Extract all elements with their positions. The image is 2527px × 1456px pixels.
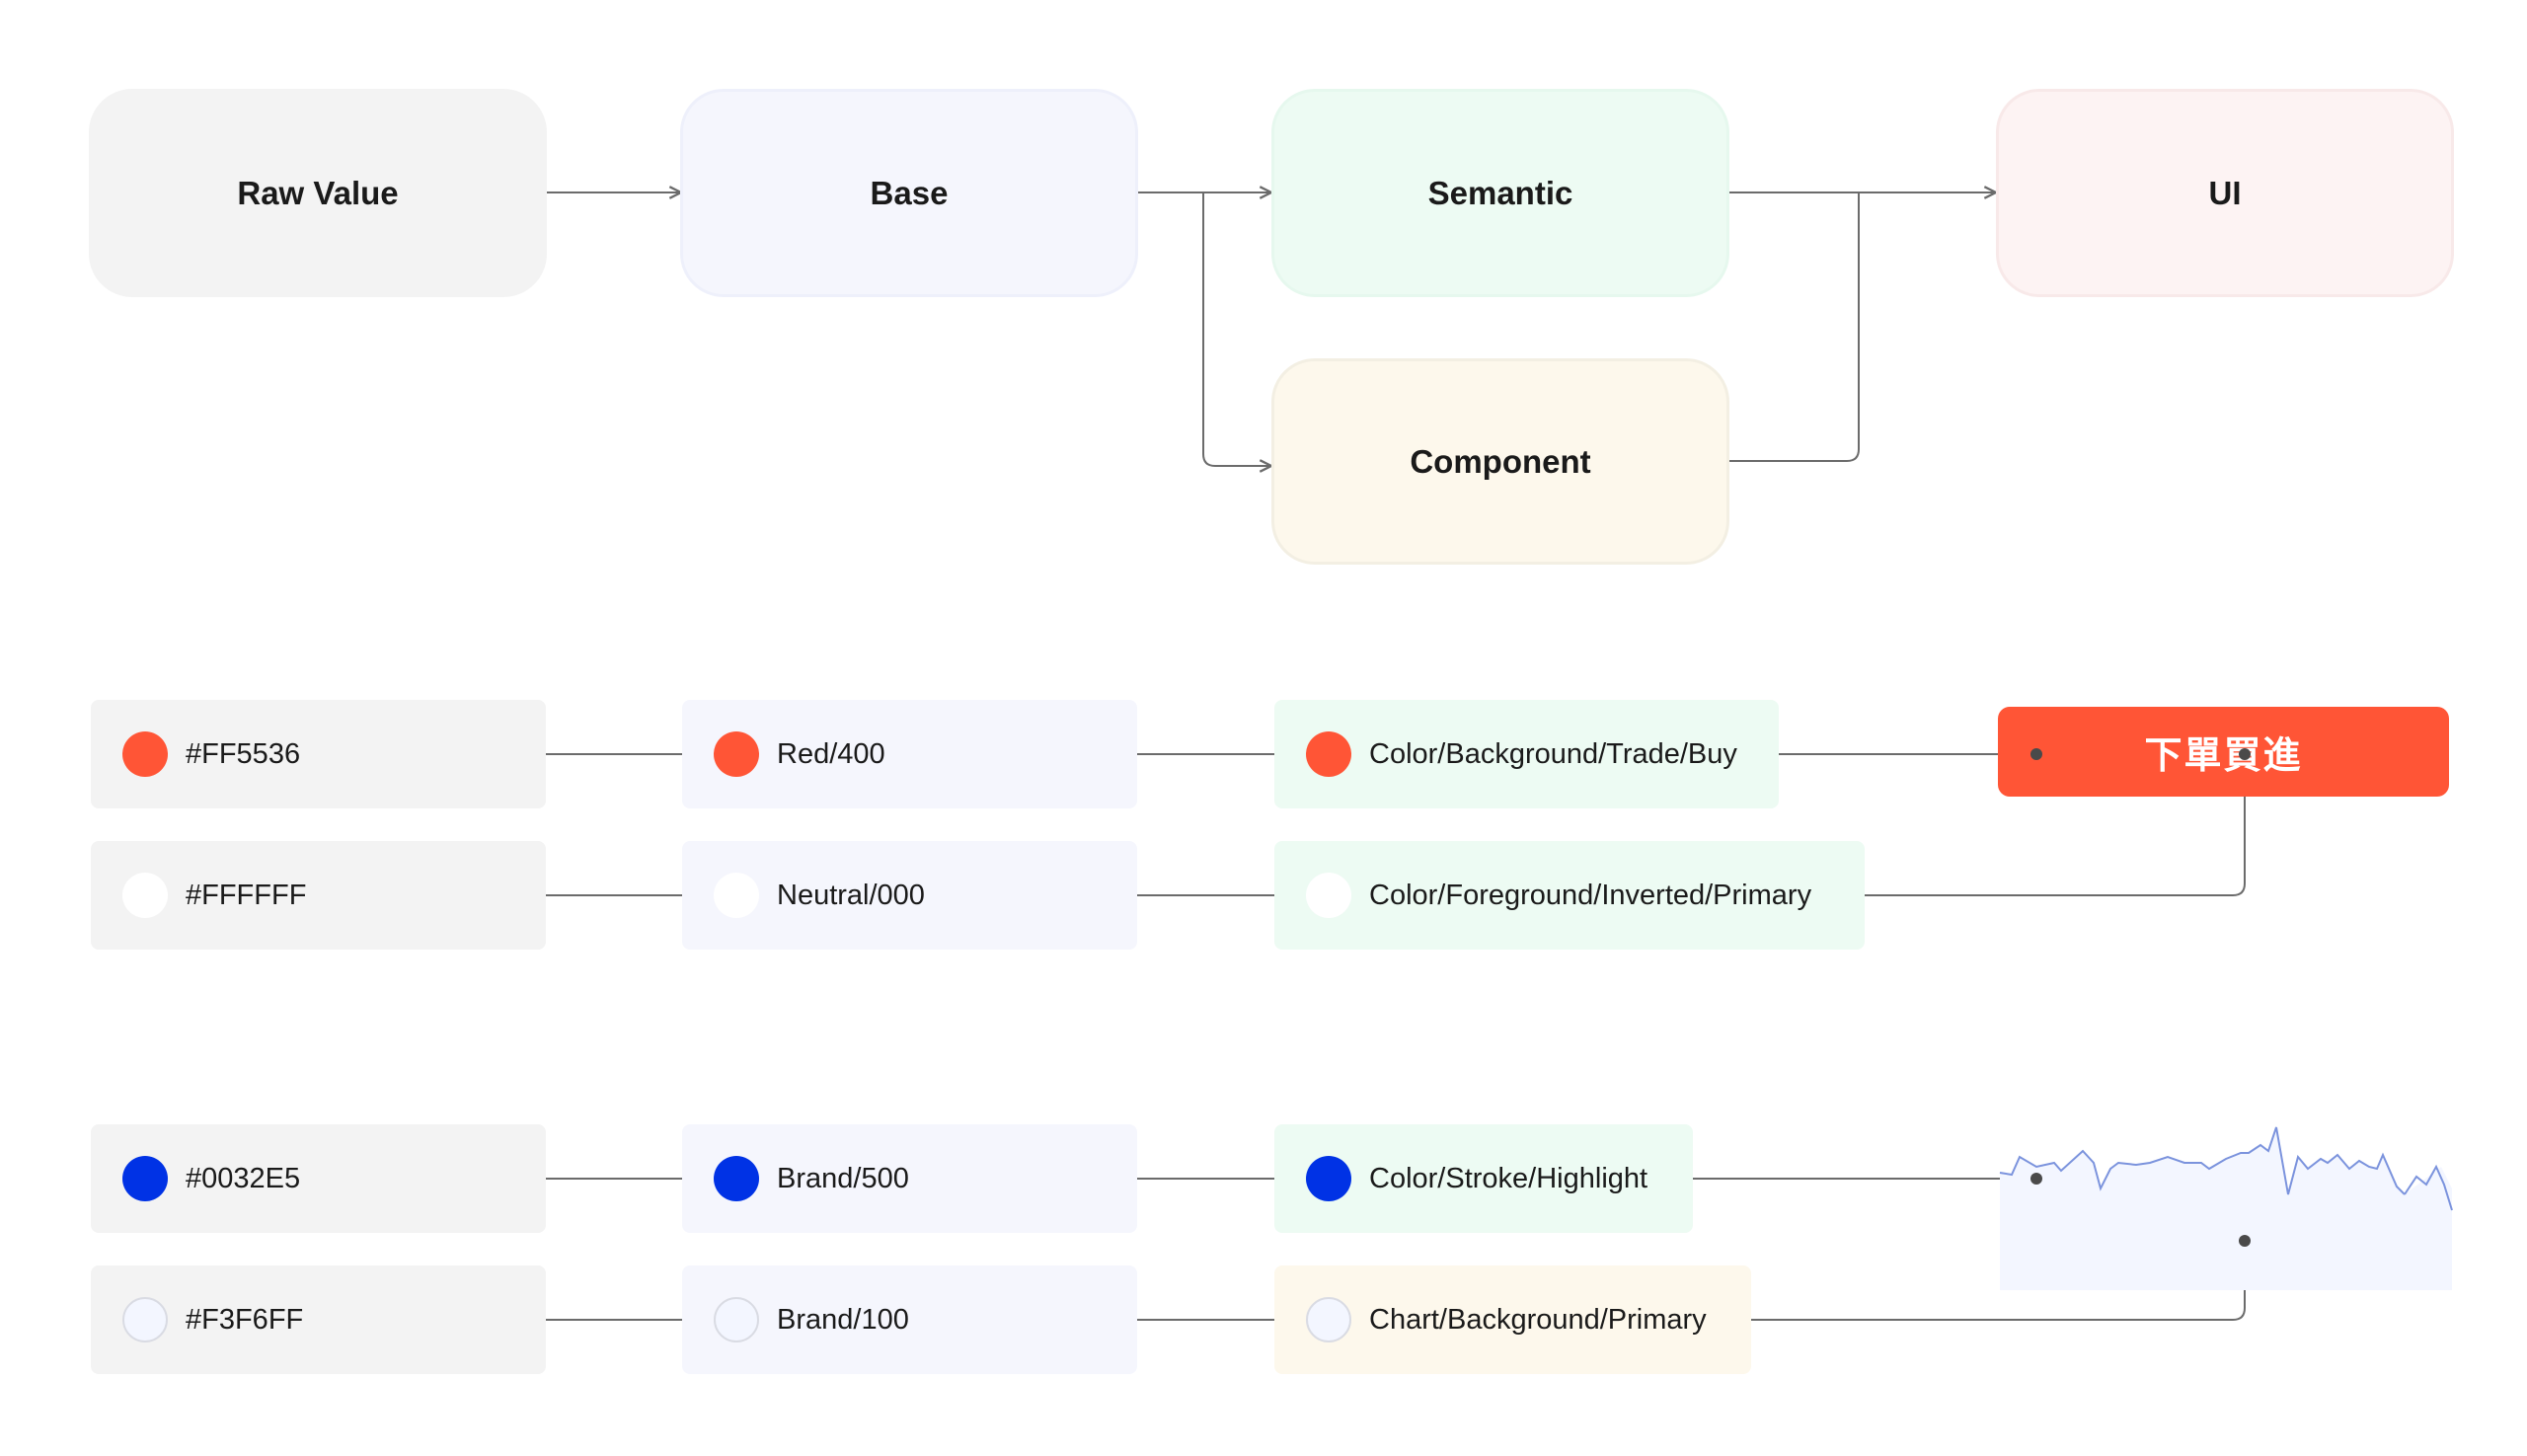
base-token-label: Red/400	[777, 737, 885, 770]
raw-token-row3: #0032E5	[91, 1124, 546, 1233]
color-swatch	[122, 873, 168, 918]
raw-token-label: #FFFFFF	[186, 879, 307, 911]
stage-semantic-label: Semantic	[1427, 174, 1573, 211]
component-token-label: Chart/Background/Primary	[1369, 1303, 1707, 1336]
color-swatch	[122, 1297, 168, 1342]
stage-base: Base	[680, 89, 1138, 297]
component-token-row4: Chart/Background/Primary	[1274, 1265, 1751, 1374]
raw-token-row4: #F3F6FF	[91, 1265, 546, 1374]
raw-token-label: #0032E5	[186, 1162, 301, 1194]
raw-token-label: #FF5536	[186, 737, 301, 770]
base-token-row3: Brand/500	[682, 1124, 1137, 1233]
color-swatch	[1306, 873, 1351, 918]
stage-semantic: Semantic	[1271, 89, 1729, 297]
line-component-to-ui	[1728, 192, 1860, 462]
color-swatch	[1306, 1156, 1351, 1201]
base-token-row4: Brand/100	[682, 1265, 1137, 1374]
color-swatch	[1306, 731, 1351, 777]
semantic-token-label: Color/Background/Trade/Buy	[1369, 737, 1737, 770]
arrow-base-to-component	[1202, 192, 1271, 466]
stage-raw-value-label: Raw Value	[237, 174, 399, 211]
stage-component-label: Component	[1410, 442, 1591, 480]
stage-component: Component	[1271, 358, 1729, 565]
stage-raw-value: Raw Value	[89, 89, 547, 297]
semantic-token-label: Color/Stroke/Highlight	[1369, 1162, 1648, 1194]
semantic-token-row3: Color/Stroke/Highlight	[1274, 1124, 1693, 1233]
color-swatch	[714, 873, 759, 918]
stage-ui: UI	[1996, 89, 2454, 297]
base-token-row2: Neutral/000	[682, 841, 1137, 950]
semantic-token-row2: Color/Foreground/Inverted/Primary	[1274, 841, 1865, 950]
color-swatch	[122, 1156, 168, 1201]
semantic-token-row1: Color/Background/Trade/Buy	[1274, 700, 1779, 808]
base-token-label: Brand/500	[777, 1162, 909, 1194]
color-swatch	[714, 1297, 759, 1342]
base-token-label: Neutral/000	[777, 879, 925, 911]
color-swatch	[714, 731, 759, 777]
stage-base-label: Base	[870, 174, 949, 211]
raw-token-row2: #FFFFFF	[91, 841, 546, 950]
semantic-token-label: Color/Foreground/Inverted/Primary	[1369, 879, 1812, 911]
sparkline-chart	[1999, 1126, 2453, 1290]
base-token-label: Brand/100	[777, 1303, 909, 1336]
color-swatch	[714, 1156, 759, 1201]
buy-order-button[interactable]: 下單買進	[1998, 707, 2449, 797]
raw-token-row1: #FF5536	[91, 700, 546, 808]
sparkline-area	[2000, 1127, 2452, 1290]
color-swatch	[122, 731, 168, 777]
color-swatch	[1306, 1297, 1351, 1342]
raw-token-label: #F3F6FF	[186, 1303, 304, 1336]
sparkline-line	[1999, 1126, 2406, 1195]
base-token-row1: Red/400	[682, 700, 1137, 808]
sparkline-line-tail	[2404, 1164, 2453, 1211]
stage-ui-label: UI	[2208, 174, 2242, 211]
